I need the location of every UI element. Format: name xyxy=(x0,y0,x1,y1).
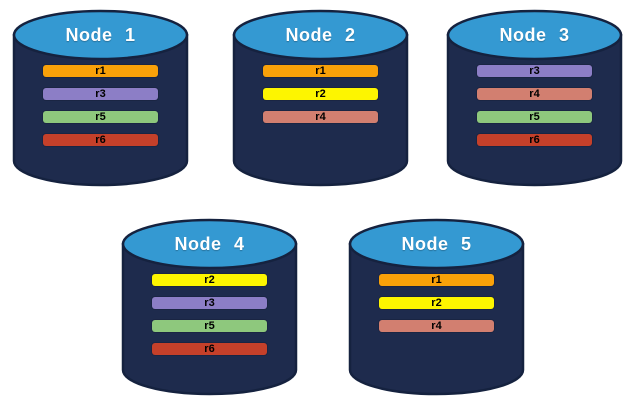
replica-badge-r2: r2 xyxy=(379,297,494,309)
node-title: Node 2 xyxy=(285,24,356,45)
replica-badge-r5: r5 xyxy=(477,111,592,123)
replica-badge-r6: r6 xyxy=(152,343,267,355)
replica-badge-r2: r2 xyxy=(263,88,378,100)
database-node-1: Node 1 r1 r3 r5 r6 xyxy=(12,9,189,189)
replica-list: r1 r3 r5 r6 xyxy=(12,65,189,146)
replica-badge-r3: r3 xyxy=(477,65,592,77)
replica-badge-r3: r3 xyxy=(152,297,267,309)
database-node-5: Node 5 r1 r2 r4 xyxy=(348,218,525,398)
node-title: Node 1 xyxy=(65,24,136,45)
node-title: Node 5 xyxy=(401,233,472,254)
database-node-2: Node 2 r1 r2 r4 xyxy=(232,9,409,189)
replica-badge-r1: r1 xyxy=(263,65,378,77)
replica-badge-r2: r2 xyxy=(152,274,267,286)
replica-list: r1 r2 r4 xyxy=(232,65,409,123)
replica-list: r3 r4 r5 r6 xyxy=(446,65,623,146)
replica-badge-r4: r4 xyxy=(477,88,592,100)
replica-badge-r6: r6 xyxy=(477,134,592,146)
replica-badge-r6: r6 xyxy=(43,134,158,146)
replica-list: r1 r2 r4 xyxy=(348,274,525,332)
node-title: Node 3 xyxy=(499,24,570,45)
replica-badge-r1: r1 xyxy=(43,65,158,77)
replica-badge-r1: r1 xyxy=(379,274,494,286)
replica-badge-r4: r4 xyxy=(263,111,378,123)
replica-badge-r5: r5 xyxy=(152,320,267,332)
node-title: Node 4 xyxy=(174,233,245,254)
replica-list: r2 r3 r5 r6 xyxy=(121,274,298,355)
replica-badge-r3: r3 xyxy=(43,88,158,100)
database-node-4: Node 4 r2 r3 r5 r6 xyxy=(121,218,298,398)
database-node-3: Node 3 r3 r4 r5 r6 xyxy=(446,9,623,189)
replica-badge-r4: r4 xyxy=(379,320,494,332)
replica-badge-r5: r5 xyxy=(43,111,158,123)
